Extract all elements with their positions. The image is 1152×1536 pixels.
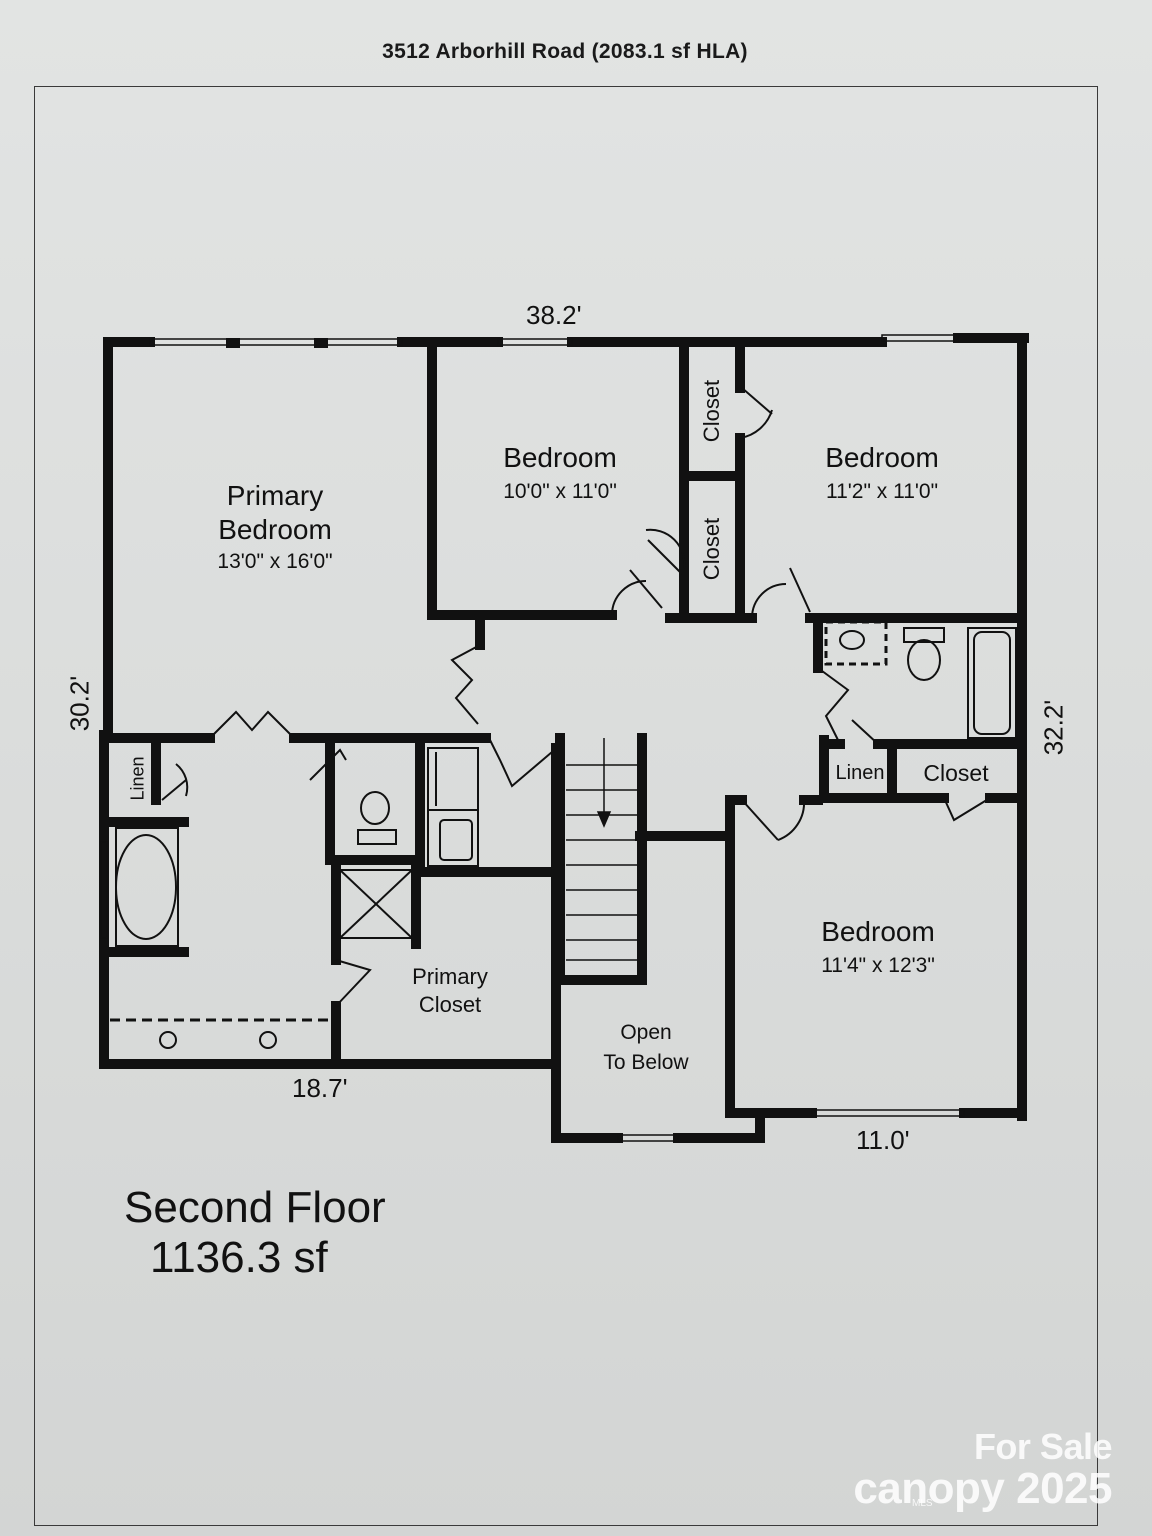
window-mullion — [314, 338, 328, 348]
hall-vanity — [824, 620, 888, 666]
page-title: 3512 Arborhill Road (2083.1 sf HLA) — [382, 40, 748, 63]
door-swing — [611, 580, 647, 616]
listing-watermark: For Sale canopy 2025 MLS — [812, 1426, 1112, 1526]
dimension-bottom-right: 11.0' — [856, 1125, 910, 1155]
bedroom-2-label: Bedroom — [503, 442, 617, 473]
bathtub-frame — [115, 827, 179, 947]
floor-area: 1136.3 sf — [150, 1233, 328, 1282]
bedroom-3-label: Bedroom — [825, 442, 939, 473]
door-swing — [789, 567, 811, 613]
sink — [259, 1031, 277, 1049]
shower-line — [339, 869, 413, 939]
hall-sink — [839, 630, 865, 650]
door-swing — [209, 710, 295, 739]
bathtub-oval — [115, 834, 177, 940]
toilet-tank — [357, 829, 397, 845]
watermark-logo: canopy 2025 — [812, 1464, 1112, 1514]
open-to-below-label-line2: To Below — [603, 1051, 689, 1074]
door-swing — [647, 539, 683, 575]
watermark-mls: MLS — [912, 1498, 933, 1509]
door-swing — [851, 719, 879, 745]
window — [100, 841, 108, 939]
window-mullion — [226, 338, 240, 348]
door-swing — [450, 644, 481, 725]
door-swing — [161, 779, 187, 801]
hall-tub — [967, 627, 1017, 739]
open-to-below-label-line1: Open — [620, 1021, 672, 1044]
door-swing — [175, 763, 189, 797]
dimension-left: 30.2' — [64, 675, 95, 732]
sink — [159, 1031, 177, 1049]
dryer — [427, 809, 479, 867]
dimension-bottom-left: 18.7' — [292, 1073, 348, 1103]
bedroom-4-label: Bedroom — [821, 916, 935, 947]
shower — [339, 869, 413, 939]
door-swing — [645, 528, 686, 569]
closet-hall-label: Closet — [923, 760, 989, 786]
primary-bedroom-label-line1: Primary — [226, 480, 324, 511]
door-swing — [629, 569, 663, 609]
hall-tub-inner — [973, 631, 1011, 735]
closet-lower-label: Closet — [699, 517, 724, 581]
primary-closet-label-line1: Primary — [412, 964, 488, 989]
door-swing — [335, 959, 372, 1007]
door-swing — [943, 797, 991, 822]
window — [149, 338, 403, 346]
dryer-door — [439, 819, 473, 861]
dimension-right: 32.2' — [1038, 699, 1069, 756]
door-swing — [309, 748, 347, 781]
watermark-status: For Sale — [973, 1426, 1113, 1467]
hall-toilet — [907, 639, 941, 681]
dimension-top: 38.2' — [526, 300, 582, 330]
door-swing — [777, 799, 806, 841]
bedroom-2-dimensions: 10'0" x 11'0" — [503, 480, 617, 503]
bedroom-3-dimensions: 11'2" x 11'0" — [825, 480, 939, 503]
closet-upper-label: Closet — [699, 379, 724, 443]
linen-primary-label: Linen — [127, 756, 148, 801]
primary-closet-label-line2: Closet — [418, 992, 482, 1017]
window — [497, 338, 573, 346]
watermark-year: 2025 — [1016, 1464, 1112, 1513]
linen-hall-label: Linen — [835, 762, 885, 784]
primary-bedroom-label-line2: Bedroom — [218, 514, 332, 545]
plan-frame — [34, 86, 1098, 1526]
door-swing — [489, 739, 553, 788]
bedroom-4-dimensions: 11'4" x 12'3" — [821, 954, 935, 977]
door-swing — [741, 387, 773, 415]
door-swing — [817, 667, 850, 745]
door-swing — [751, 583, 787, 619]
watermark-brand: canopy — [853, 1464, 1005, 1513]
window — [881, 334, 959, 342]
toilet — [360, 791, 390, 825]
primary-bedroom-dimensions: 13'0" x 16'0" — [217, 550, 333, 573]
floor-title: Second Floor — [124, 1183, 386, 1232]
window — [811, 1109, 965, 1117]
stairs — [566, 738, 638, 961]
hall-toilet-tank — [903, 627, 945, 643]
window — [617, 1134, 679, 1142]
door-swing — [741, 799, 779, 841]
